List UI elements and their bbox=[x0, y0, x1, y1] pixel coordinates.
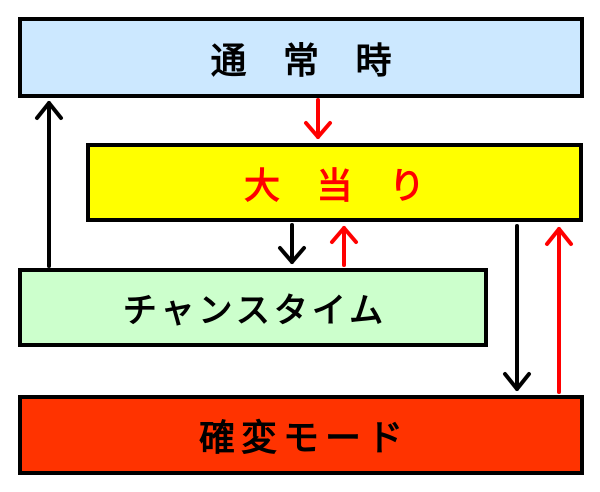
state-normal-box: 通 常 時 bbox=[18, 17, 584, 98]
state-kakuhen-mode-box: 確変モード bbox=[18, 395, 584, 475]
state-chance-time-label: チャンスタイム bbox=[122, 291, 388, 331]
arrow-kakuhen-to-jackpot bbox=[545, 227, 573, 394]
state-kakuhen-mode-label: 確変モード bbox=[198, 418, 409, 459]
state-jackpot-box: 大 当 り bbox=[86, 143, 583, 222]
arrow-jackpot-to-kakuhen bbox=[503, 224, 531, 391]
state-normal-label: 通 常 時 bbox=[210, 40, 404, 82]
state-chance-time-box: チャンスタイム bbox=[18, 268, 488, 347]
arrow-chance-to-jackpot bbox=[330, 226, 358, 267]
state-jackpot-label: 大 当 り bbox=[243, 165, 438, 207]
arrow-normal-to-jackpot bbox=[304, 98, 332, 139]
arrow-jackpot-to-chance bbox=[278, 223, 306, 264]
arrow-chance-to-normal bbox=[35, 101, 63, 268]
